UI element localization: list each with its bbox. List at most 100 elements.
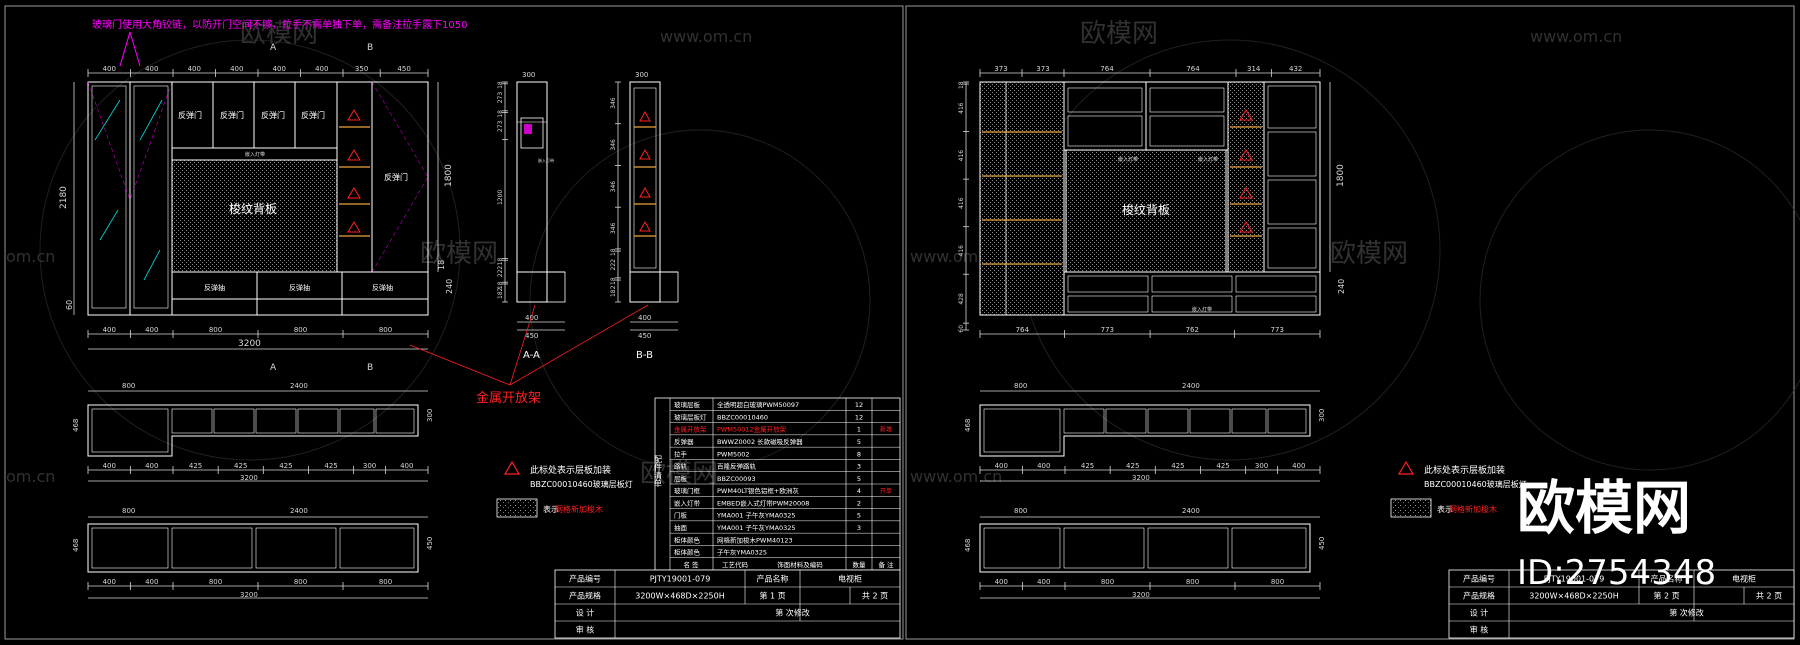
door-label: 反弹门: [384, 172, 408, 182]
door-label: 反弹门: [178, 110, 202, 120]
tb-product-name: 电视柜: [1732, 574, 1756, 584]
table-header-cell: 备 注: [878, 560, 894, 569]
tb-spec: 3200W×468D×2250H: [635, 592, 724, 601]
watermark-url: www.om.cn: [910, 247, 1002, 266]
tb-label: 产品规格: [569, 591, 601, 601]
height-dim-right: 1800: [444, 164, 454, 187]
dimension-value: 346: [610, 222, 617, 234]
triangle-legend-icon: [503, 460, 521, 475]
tb-design: 设 计: [576, 608, 595, 618]
dimension-value: 18: [497, 110, 504, 118]
dimension-value: 800: [1101, 578, 1114, 586]
table-cell-material: BWWZ0002 长款磁吸反弹器: [717, 437, 803, 446]
dimension-value: 400: [230, 65, 243, 73]
watermark-brand: 欧模网: [1080, 19, 1158, 49]
dimension-value: 400: [145, 65, 158, 73]
embed-light-note: 嵌入灯带: [245, 151, 265, 158]
plan2-top-dim: 800: [122, 507, 135, 515]
total-width-dim: 3200: [238, 339, 261, 349]
dimension-value: 764: [1100, 65, 1114, 73]
watermark-brand: 欧模网: [240, 19, 318, 49]
right-height-dim: 1800: [1336, 164, 1346, 187]
dimension-value: 18: [958, 81, 965, 89]
table-header-cell: 名 签: [683, 560, 699, 569]
table-cell-name: 反弹器: [674, 437, 694, 446]
table-cell-qty: 12: [855, 413, 863, 421]
dimension-value: 800: [294, 578, 307, 586]
dimension-value: 425: [1081, 462, 1094, 470]
dimension-value: 18: [610, 248, 617, 256]
drawer-label: 反弹抽: [204, 283, 225, 292]
dimension-value: 450: [397, 65, 410, 73]
dimension-value: 373: [994, 65, 1007, 73]
table-cell-name: 金属开放架: [674, 425, 707, 434]
plan1-top-dim: 800: [122, 382, 135, 390]
bb-bottom-dim: 400: [638, 314, 651, 322]
dimension-value: 425: [1171, 462, 1184, 470]
table-cell-material: PWM50012金属开放架: [717, 425, 787, 434]
table-cell-material: 子午灰YMA0325: [717, 548, 767, 557]
dimension-value: 346: [610, 181, 617, 193]
aa-top-dim: 300: [522, 71, 535, 79]
tb-spec: 3200W×468D×2250H: [1529, 592, 1618, 601]
hatch-legend-swatch: [496, 498, 538, 518]
table-header: 名 签工艺代码饰面材料及编码数量备 注: [683, 560, 894, 569]
table-cell-qty: 8: [857, 450, 861, 458]
section-marker-a: A: [270, 43, 277, 53]
table-cell-name: 玻璃门框: [674, 486, 701, 495]
dimension-value: 18: [497, 281, 504, 289]
dimension-value: 773: [1271, 326, 1284, 334]
tb-label: 产品编号: [1463, 574, 1495, 584]
watermark-url: om.cn: [6, 247, 55, 266]
dimension-value: 18: [497, 81, 504, 89]
embed-light-note: 嵌入灯带: [1118, 156, 1138, 163]
watermark-brand: 欧模网: [1330, 239, 1408, 269]
table-cell-name: 门板: [674, 511, 688, 520]
tb-product-name: 电视柜: [838, 574, 862, 584]
tb-label: 产品名称: [1651, 574, 1683, 584]
dimension-value: 428: [958, 293, 965, 305]
watermark-brand-large: 欧模网: [1517, 474, 1691, 542]
dimension-value: 425: [1216, 462, 1229, 470]
rplan2-side-dim: 468: [964, 539, 972, 552]
dimension-value: 400: [103, 326, 116, 334]
dimension-value: 416: [958, 197, 965, 209]
rplan1-side-dim: 300: [1318, 409, 1326, 422]
legend-triangle-text: 此标处表示层板加装: [1424, 464, 1505, 476]
tb-product-no: PJTY19001-079: [650, 575, 711, 584]
tb-label: 产品名称: [757, 574, 789, 584]
embed-light-note: 嵌入灯带: [1192, 306, 1212, 313]
rplan1-side-dim: 468: [964, 419, 972, 432]
dimension-value: 400: [103, 462, 116, 470]
table-cell-material: PWM5002: [717, 450, 750, 458]
dimension-value: 300: [363, 462, 376, 470]
dimension-value: 800: [1186, 578, 1199, 586]
dimension-value: 416: [958, 102, 965, 114]
table-cell-note: 开单: [880, 487, 892, 495]
dimension-value: 400: [273, 65, 286, 73]
dimension-value: 300: [1255, 462, 1268, 470]
tb-review: 审 核: [1470, 625, 1489, 635]
triangle-legend-icon: [1397, 460, 1415, 475]
section-title-a-a: A-A: [523, 350, 540, 361]
legend-hatch-red: 网格新加梭木: [555, 504, 603, 514]
dimension-value: 800: [1271, 578, 1284, 586]
dim-18: 18: [437, 260, 446, 270]
rplan1-top-dim: 2400: [1182, 382, 1200, 390]
